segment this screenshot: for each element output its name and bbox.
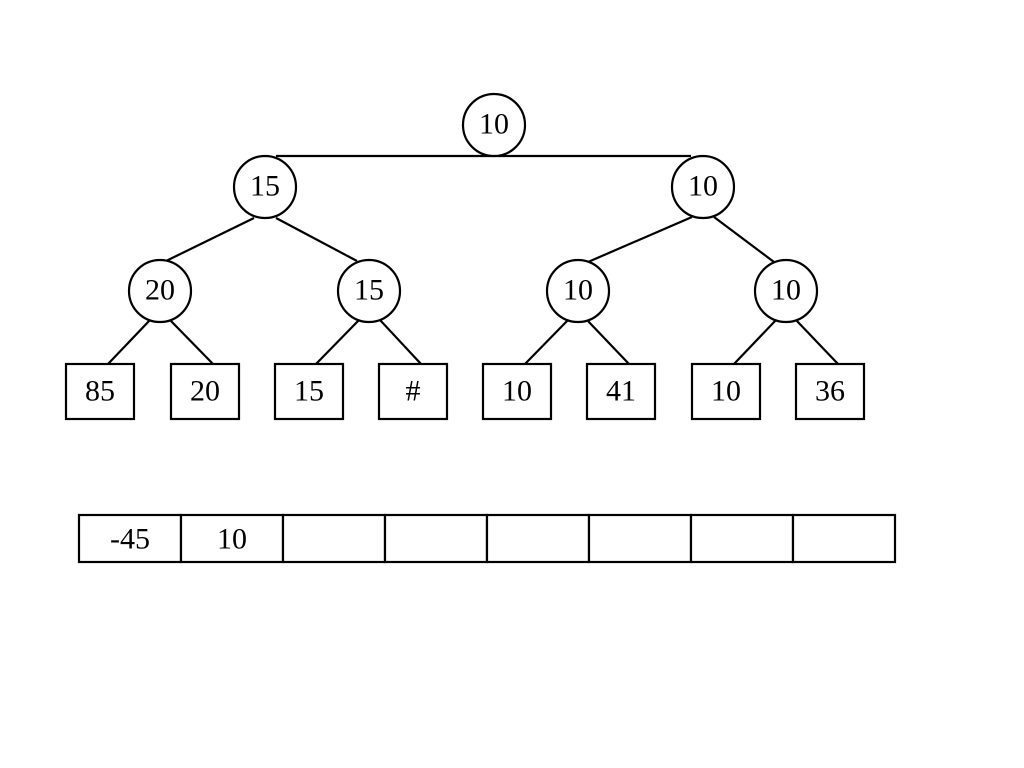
edge-l2d-leaf8 <box>795 319 839 365</box>
array-cell-3 <box>281 513 387 564</box>
edge-l1b-l2c <box>587 215 693 264</box>
leaf-value: 85 <box>85 375 115 408</box>
node-value: 10 <box>688 170 718 203</box>
array-value: -45 <box>110 523 150 556</box>
tree-leaf-4: # <box>377 362 449 421</box>
tree-leaf-2: 20 <box>169 362 241 421</box>
tree-leaf-6: 41 <box>585 362 657 421</box>
node-value: 15 <box>354 274 384 307</box>
edge-l1a-l2a <box>165 217 255 262</box>
node-value: 20 <box>145 274 175 307</box>
node-value: 10 <box>771 274 801 307</box>
array-cell-5 <box>485 513 591 564</box>
edge-l2a-leaf2 <box>169 319 214 365</box>
tree-node-l2-1: 20 <box>127 258 193 324</box>
edge-l2b-leaf4 <box>379 319 422 365</box>
tree-leaf-8: 36 <box>794 362 866 421</box>
node-value: 10 <box>479 108 509 141</box>
edge-l2b-leaf3 <box>315 319 360 365</box>
array-cell-6 <box>587 513 693 564</box>
edge-l2c-leaf5 <box>524 319 569 365</box>
leaf-value: 36 <box>815 375 845 408</box>
tree-node-l1-right: 10 <box>670 154 736 220</box>
tree-leaf-1: 85 <box>64 362 136 421</box>
tree-leaf-3: 15 <box>273 362 345 421</box>
array-value: 10 <box>217 523 247 556</box>
tree-node-l2-3: 10 <box>545 258 611 324</box>
array-cell-8 <box>791 513 897 564</box>
tree-leaf-5: 10 <box>481 362 553 421</box>
node-value: 15 <box>250 170 280 203</box>
leaf-value: 15 <box>294 375 324 408</box>
leaf-value: # <box>406 375 421 408</box>
edge-l1b-l2d <box>713 216 775 263</box>
tree-edges <box>107 154 839 365</box>
leaf-value: 41 <box>606 375 636 408</box>
tree-node-l2-2: 15 <box>336 258 402 324</box>
edge-l2c-leaf6 <box>586 319 630 365</box>
array-cell-7 <box>689 513 795 564</box>
result-array: -45 10 <box>77 513 897 564</box>
array-cell-4 <box>383 513 489 564</box>
node-value: 10 <box>563 274 593 307</box>
tree-leaf-7: 10 <box>690 362 762 421</box>
edge-l1a-l2b <box>275 217 358 262</box>
array-cell-1: -45 <box>77 513 183 564</box>
tree-node-l1-left: 15 <box>232 154 298 220</box>
tree-node-root: 10 <box>461 92 527 158</box>
array-cell-2: 10 <box>179 513 285 564</box>
edge-l2d-leaf7 <box>733 319 777 365</box>
tree-node-l2-4: 10 <box>753 258 819 324</box>
leaf-value: 10 <box>502 375 532 408</box>
edge-l2a-leaf1 <box>107 319 151 365</box>
leaf-value: 20 <box>190 375 220 408</box>
leaf-value: 10 <box>711 375 741 408</box>
